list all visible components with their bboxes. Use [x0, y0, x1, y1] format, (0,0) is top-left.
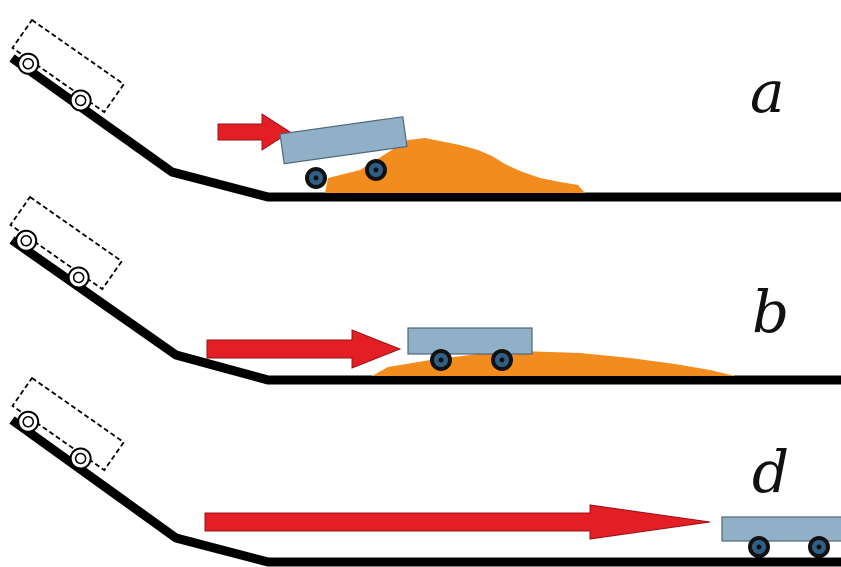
ghost-cart: [4, 378, 123, 482]
ramp-track: [12, 240, 841, 380]
cart-wheel: [430, 349, 452, 371]
panel-b: b: [2, 197, 841, 380]
motion-arrow: [218, 114, 290, 150]
cart-wheel: [365, 159, 387, 181]
cart-wheel: [305, 167, 327, 189]
motion-arrow: [205, 505, 710, 539]
ghost-wheel: [67, 445, 95, 473]
cart-wheel: [491, 349, 513, 371]
panel-label-d: d: [752, 438, 789, 506]
motion-arrow: [207, 330, 400, 368]
panel-a: a: [4, 20, 841, 197]
panel-label-a: a: [750, 58, 785, 126]
panel-d: d: [4, 378, 841, 562]
ghost-wheel: [14, 408, 42, 436]
ghost-wheel: [12, 227, 40, 255]
cart-body: [408, 328, 532, 354]
cart-wheel: [748, 536, 770, 558]
cart: [408, 328, 532, 354]
ghost-cart: [4, 20, 123, 124]
cart-wheel: [808, 536, 830, 558]
ghost-wheel: [65, 264, 93, 292]
ghost-cart: [2, 197, 121, 301]
ramp-track: [12, 420, 841, 562]
sand-pile: [372, 351, 735, 376]
panel-label-b: b: [752, 278, 789, 346]
